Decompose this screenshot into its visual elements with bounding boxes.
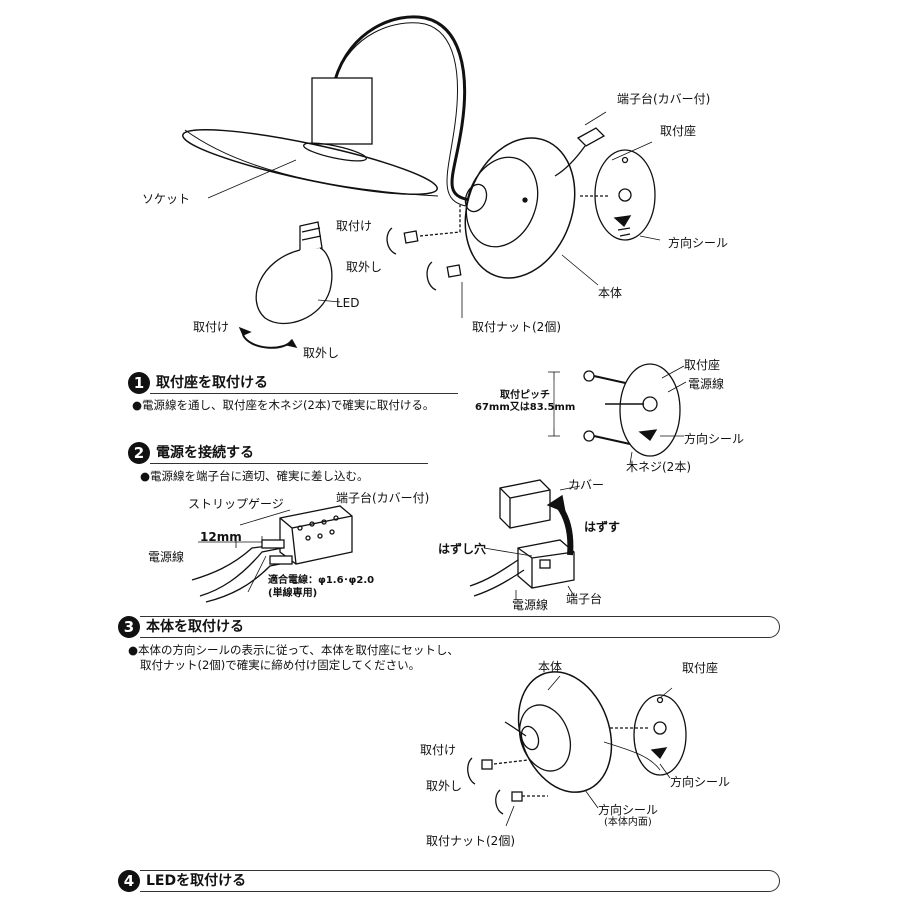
step2-title: 電源を接続する <box>156 445 254 461</box>
step3-mount-body-figure <box>467 671 687 827</box>
pitch-label: 取付ピッチ <box>500 390 550 401</box>
step3-title: 本体を取付ける <box>146 619 244 635</box>
step2-power-wire-label: 電源線 <box>148 550 185 564</box>
wire-spec-label: 適合電線：φ1.6･φ2.0 <box>268 575 375 586</box>
step2-terminal-block2-label: 端子台 <box>566 592 603 606</box>
step1-power-wire-label: 電源線 <box>688 377 725 391</box>
step2-note: ●電源線を端子台に適切、確実に差し込む。 <box>140 469 369 483</box>
step4-number: 4 <box>118 870 140 892</box>
body-canopy-illustration <box>464 137 576 279</box>
step1-number: 1 <box>128 372 150 394</box>
terminal-block-top-label: 端子台(カバー付) <box>617 92 711 106</box>
step1-mounting-figure <box>548 363 687 465</box>
step3-body-label: 本体 <box>538 660 563 674</box>
step3-direction-seal-label: 方向シール <box>670 775 731 789</box>
step3-direction-seal-body-label: 方向シール <box>598 803 659 817</box>
body-top-label: 本体 <box>598 286 623 300</box>
release-hole-label: はずし穴 <box>438 542 487 556</box>
leader-lines-top <box>207 111 661 318</box>
step3-banner <box>140 616 780 638</box>
step4-banner <box>140 870 780 892</box>
step1-mounting-base-label: 取付座 <box>684 358 721 372</box>
step2-header: 2 電源を接続する <box>128 442 428 464</box>
step1-title: 取付座を取付ける <box>156 375 268 391</box>
rings-nuts-top-illustration <box>386 205 462 291</box>
step1-direction-seal-label: 方向シール <box>684 432 745 446</box>
step3-note-line2: 取付ナット(2個)で確実に締め付け固定してください。 <box>140 658 421 672</box>
remove-top-label: 取外し <box>346 260 383 274</box>
wire-spec-note: (単線専用) <box>268 588 318 599</box>
mounting-base-top-illustration <box>580 149 656 241</box>
lamp-arm-illustration <box>333 15 471 207</box>
step3-mounting-base-label: 取付座 <box>682 661 719 675</box>
step3-header: 3 本体を取付ける <box>118 616 780 638</box>
step3-mounting-nut-label: 取付ナット(2個) <box>426 834 515 848</box>
step3-note-line1: ●本体の方向シールの表示に従って、本体を取付座にセットし、 <box>128 643 459 657</box>
rotate-arrow-illustration <box>238 326 298 349</box>
step3-number: 3 <box>118 616 140 638</box>
attach-bulb-label: 取付け <box>193 320 230 334</box>
terminal-block-top-illustration <box>554 127 606 177</box>
step2-cover-figure <box>469 479 581 600</box>
strip-gauge-label: ストリップゲージ <box>188 497 284 511</box>
mounting-base-top-label: 取付座 <box>660 124 697 138</box>
cover-label: カバー <box>568 478 605 492</box>
shade-illustration <box>182 77 439 197</box>
terminal-block-label: 端子台(カバー付) <box>336 491 430 505</box>
length-label: 12mm <box>200 530 242 544</box>
step4-title: LEDを取付ける <box>146 873 247 889</box>
attach-top-label: 取付け <box>336 219 373 233</box>
step1-header: 1 取付座を取付ける <box>128 372 458 394</box>
step4-header: 4 LEDを取付ける <box>118 870 780 892</box>
step1-underline <box>150 393 458 394</box>
release-label: はずす <box>584 520 621 534</box>
step2-number: 2 <box>128 442 150 464</box>
direction-seal-top-label: 方向シール <box>668 236 729 250</box>
step1-note: ●電源線を通し、取付座を木ネジ(2本)で確実に取付ける。 <box>132 398 435 412</box>
led-label: LED <box>336 296 360 310</box>
step2-power-wire2-label: 電源線 <box>512 598 549 612</box>
led-bulb-illustration <box>255 221 333 325</box>
step1-wood-screw-label: 木ネジ(2本) <box>626 460 691 474</box>
pitch-value: 67mm又は83.5mm <box>475 402 576 413</box>
step3-direction-seal-body-note: (本体内面) <box>604 817 652 828</box>
step2-strip-figure <box>191 505 353 603</box>
socket-label: ソケット <box>142 192 191 206</box>
step3-remove-label: 取外し <box>426 779 463 793</box>
mounting-nut-top-label: 取付ナット(2個) <box>472 320 561 334</box>
step2-underline <box>150 463 428 464</box>
step3-attach-label: 取付け <box>420 743 457 757</box>
remove-bulb-label: 取外し <box>303 346 340 360</box>
